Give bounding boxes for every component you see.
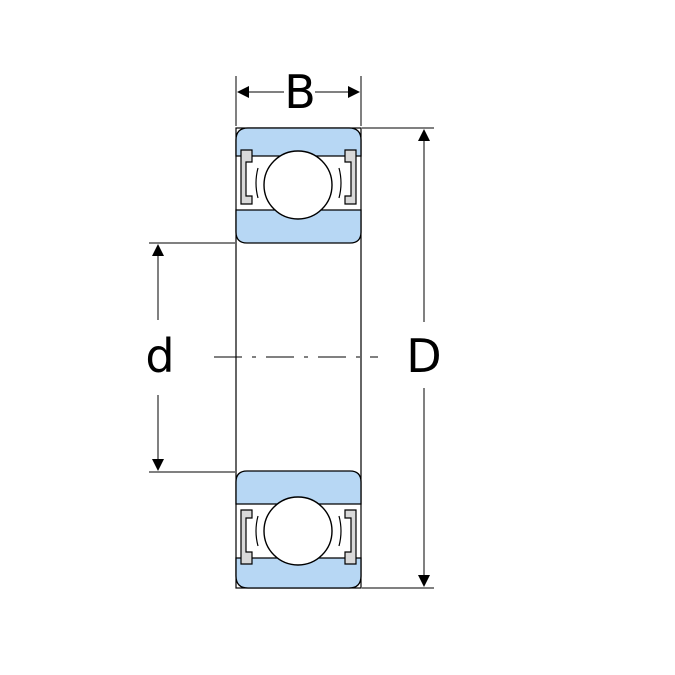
bottom-inner-ring <box>235 470 362 505</box>
dimension-d-label: d <box>145 329 174 383</box>
top-outer-ring <box>235 127 362 157</box>
top-left-seal <box>240 149 253 205</box>
dimension-b: B <box>235 65 362 126</box>
top-ball <box>263 150 333 220</box>
top-inner-ring <box>235 209 362 244</box>
bottom-right-seal <box>344 509 357 565</box>
dimension-d-bore: d <box>145 242 235 473</box>
bottom-ball <box>263 496 333 566</box>
top-right-seal <box>344 149 357 205</box>
top-bearing-section <box>235 127 362 244</box>
bottom-left-cage <box>255 515 259 547</box>
bottom-left-seal <box>240 509 253 565</box>
top-left-cage <box>255 167 259 199</box>
dimension-outer-label: D <box>406 329 441 383</box>
dimension-outer-d: D <box>362 127 442 589</box>
dimension-b-label: B <box>284 65 316 119</box>
top-right-cage <box>338 167 342 199</box>
bottom-outer-ring <box>235 557 362 589</box>
bottom-bearing-section <box>235 470 362 589</box>
bottom-right-cage <box>338 515 342 547</box>
